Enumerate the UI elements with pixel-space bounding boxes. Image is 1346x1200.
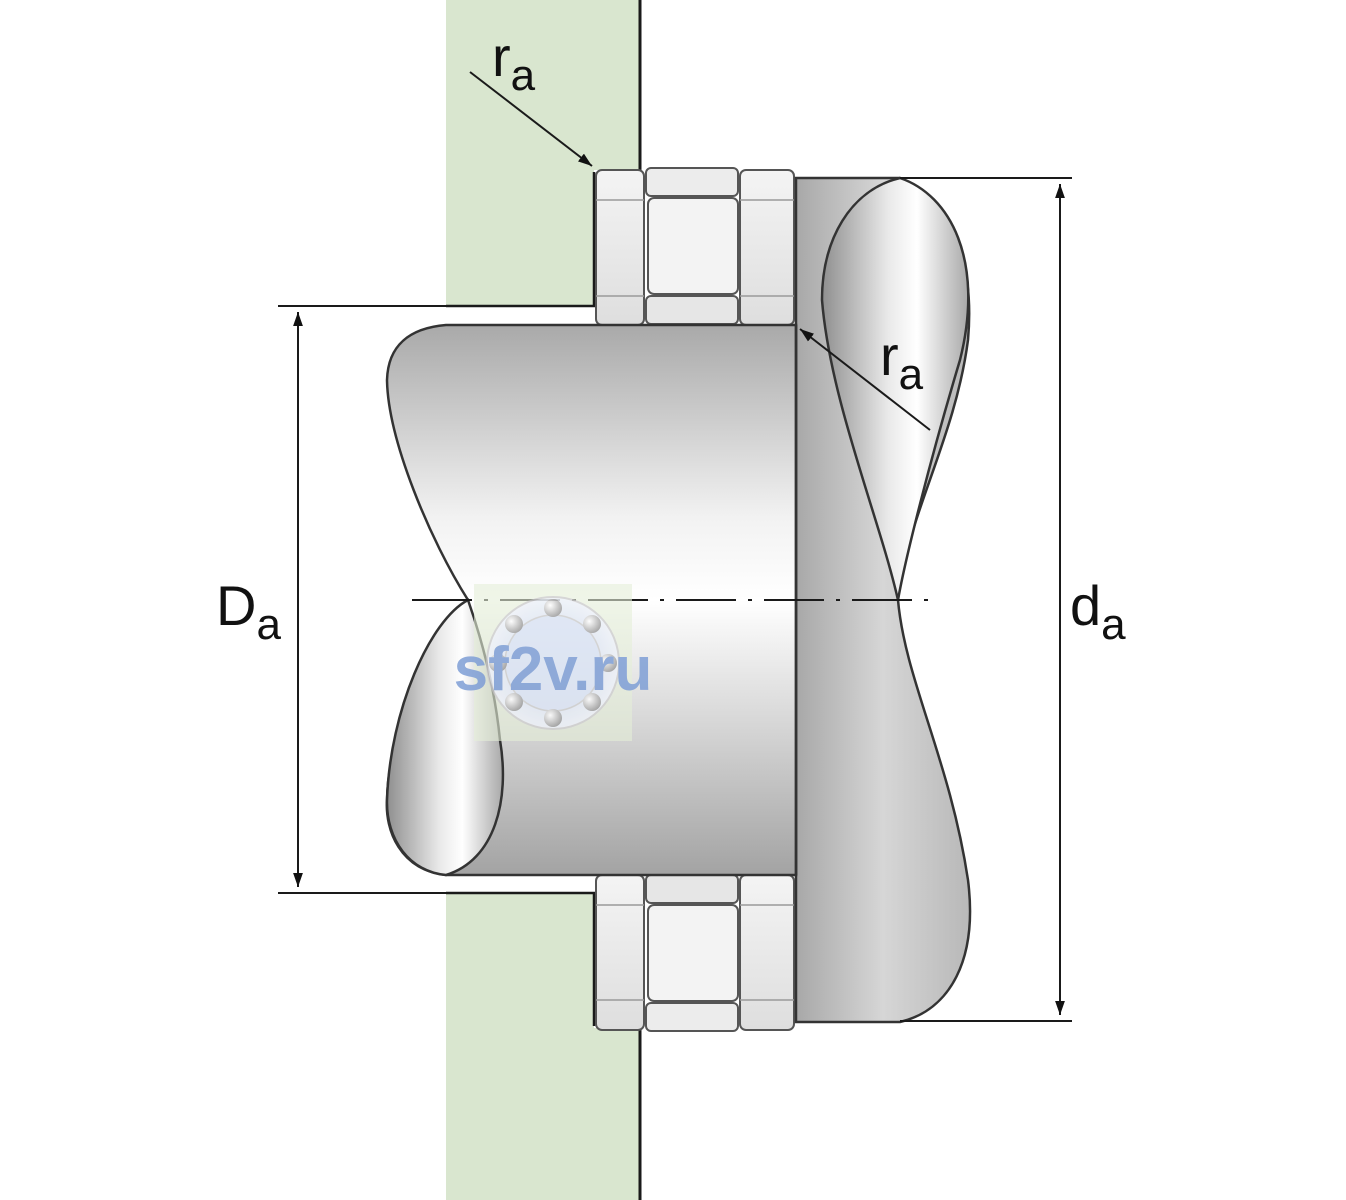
watermark-balls-icon [489, 599, 617, 727]
label-Da-sub: a [256, 600, 281, 649]
housing [446, 0, 642, 1200]
bearing-upper [595, 167, 795, 326]
label-da-main: d [1070, 574, 1101, 637]
label-ra-right: ra [880, 324, 924, 399]
leader-ra-right [799, 328, 931, 431]
label-ra-right-sub: a [899, 350, 924, 399]
label-ra-right-main: r [880, 324, 899, 387]
watermark: sf2v.ru [454, 584, 653, 741]
label-da-sub: a [1101, 600, 1126, 649]
label-ra-top: ra [492, 25, 536, 100]
leader-ra-top [469, 71, 593, 167]
label-da: da [1070, 574, 1126, 649]
label-Da: Da [216, 574, 281, 649]
watermark-text: sf2v.ru [454, 635, 653, 704]
label-ra-top-main: r [492, 25, 511, 88]
label-Da-main: D [216, 574, 256, 637]
bearing-lower [595, 874, 795, 1032]
label-ra-top-sub: a [511, 51, 536, 100]
dimension-da [900, 177, 1072, 1022]
dimension-Da [278, 305, 446, 894]
